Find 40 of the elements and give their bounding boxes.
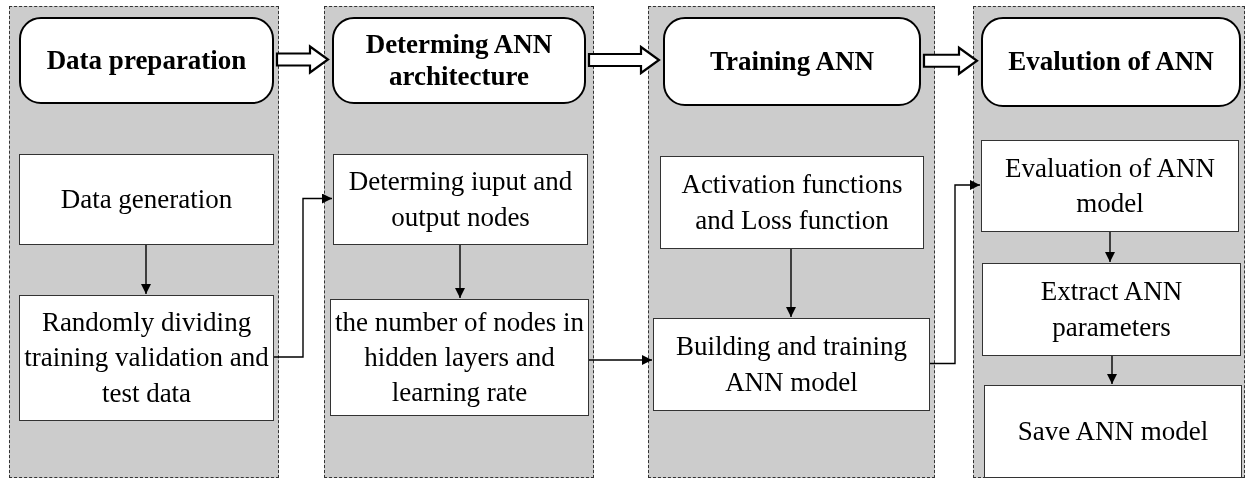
step-text: Data preparation — [46, 44, 247, 76]
arrow — [455, 243, 465, 299]
stage-panel — [9, 6, 279, 478]
arrow — [272, 193, 333, 358]
arrow — [587, 355, 653, 365]
stage-heading-box — [19, 17, 274, 104]
step-text: Activation functions and Loss function — [680, 168, 904, 237]
step-text: Save ANN model — [1017, 414, 1209, 448]
stage-panel — [324, 6, 594, 478]
process-box — [984, 385, 1242, 478]
block-arrow — [275, 44, 330, 75]
stage-heading-box — [332, 17, 586, 104]
process-box — [19, 295, 274, 421]
step-text: Randomly dividing training validation and test data — [23, 306, 270, 410]
arrow — [141, 243, 151, 295]
process-box — [653, 318, 930, 411]
process-box — [19, 154, 274, 245]
process-box — [660, 156, 924, 249]
step-text: Extract ANN parameters — [1039, 275, 1184, 344]
block-arrow — [922, 45, 979, 76]
arrow — [1107, 354, 1117, 385]
arrow — [1105, 230, 1115, 263]
stage-panel — [648, 6, 935, 478]
stage-heading-box — [981, 17, 1241, 107]
step-text: Determing iuput and output nodes — [347, 165, 574, 234]
stage-panel — [973, 6, 1245, 478]
process-box — [333, 154, 588, 245]
arrow — [928, 180, 981, 365]
stage-heading-box — [663, 17, 921, 106]
process-box — [982, 263, 1241, 356]
step-text: Building and training ANN model — [675, 330, 908, 399]
step-text: Determing ANN architecture — [364, 29, 554, 92]
step-text: Training ANN — [710, 45, 874, 77]
step-text: Evaluation of ANN model — [1004, 151, 1216, 220]
step-text: Data generation — [60, 182, 233, 216]
process-box — [981, 140, 1239, 232]
block-arrow — [587, 44, 661, 76]
step-text: the number of nodes in hidden layers and learning rate — [334, 305, 585, 410]
step-text: Evalution of ANN — [1008, 46, 1214, 78]
arrow — [786, 247, 796, 318]
